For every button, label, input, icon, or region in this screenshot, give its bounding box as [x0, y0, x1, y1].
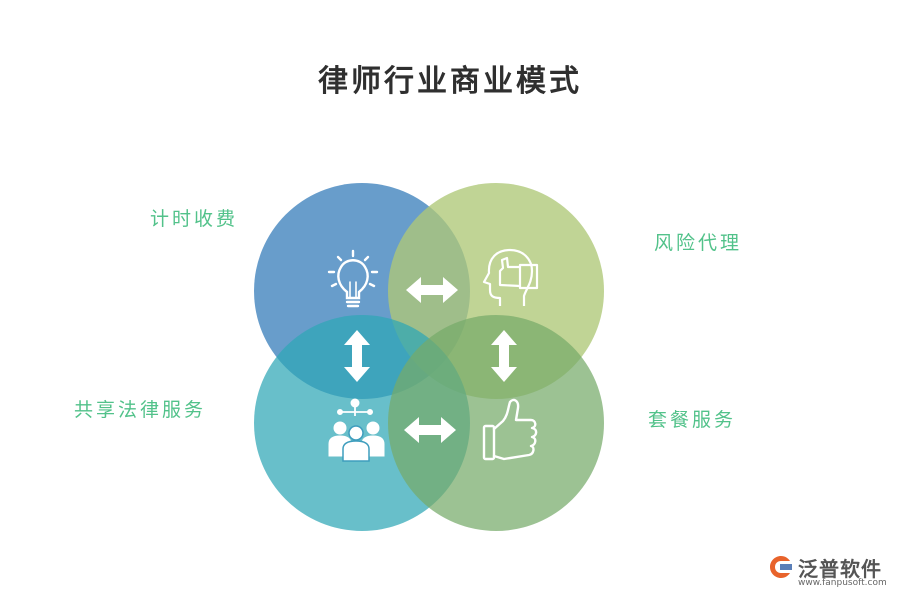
thumbs-up-icon: [482, 398, 538, 461]
circle-bottom-right: [388, 315, 604, 531]
vertical-arrow-left: [344, 330, 370, 382]
label-package-services: 套餐服务: [648, 409, 737, 431]
label-shared-legal-services: 共享法律服务: [74, 399, 207, 421]
vertical-arrow-right: [491, 330, 517, 382]
logo-name: 泛普软件: [798, 557, 882, 581]
head-thumbs-up-icon: [482, 248, 539, 306]
logo-mark-icon: [770, 556, 792, 578]
horizontal-arrow-top: [406, 277, 458, 303]
label-hourly-billing: 计时收费: [150, 208, 239, 230]
team-network-icon: [328, 398, 385, 462]
label-contingency-fee: 风险代理: [654, 232, 743, 254]
lightbulb-icon: [327, 249, 379, 308]
fanpusoft-logo: 泛普软件 www.fanpusoft.com: [768, 553, 893, 593]
diagram-title: 律师行业商业模式: [318, 64, 582, 99]
logo-url: www.fanpusoft.com: [798, 578, 887, 588]
horizontal-arrow-bottom: [404, 417, 456, 443]
